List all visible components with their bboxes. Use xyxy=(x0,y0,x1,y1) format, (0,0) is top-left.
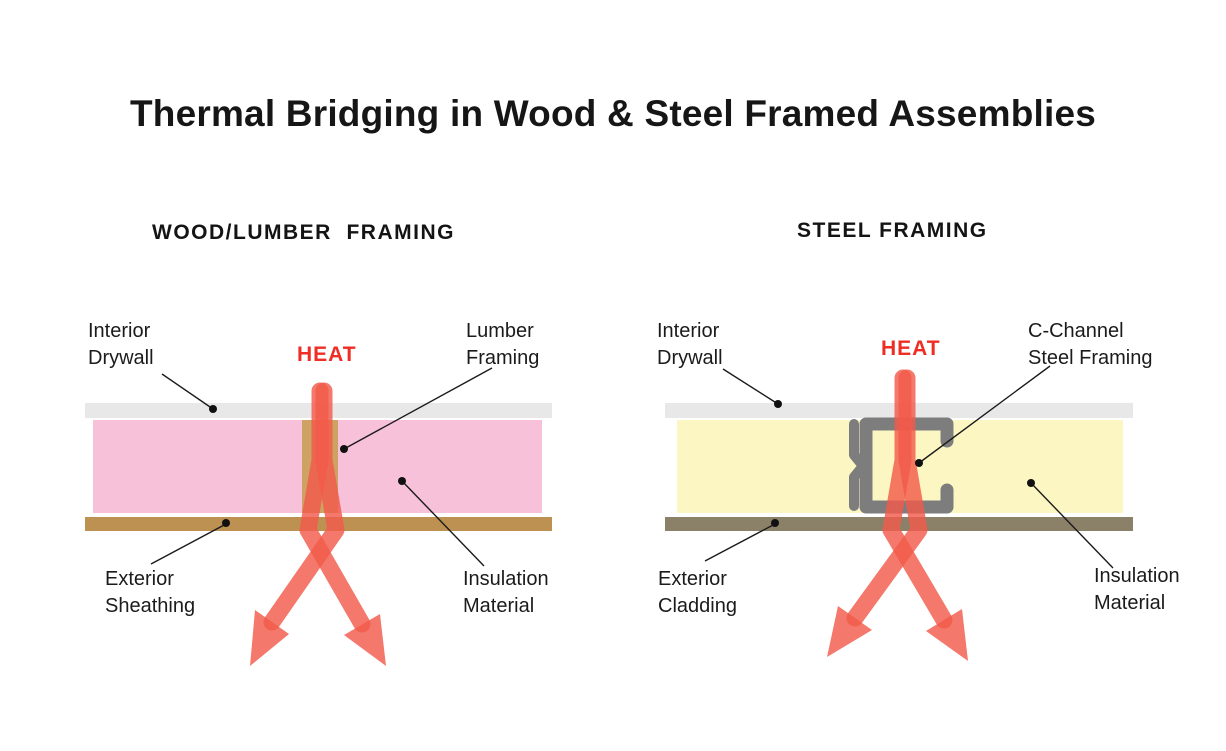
label-lumber-framing: Lumber Framing xyxy=(466,320,540,369)
steel-cladding-layer xyxy=(665,517,1133,531)
heat-label-right: HEAT xyxy=(881,337,941,360)
label-c-channel-steel-framing: C-Channel Steel Framing xyxy=(1028,320,1153,369)
label-interior-drywall-right: Interior Drywall xyxy=(657,320,723,369)
steel-framing-heading: STEEL FRAMING xyxy=(797,219,988,242)
steel-insulation-layer xyxy=(677,420,1123,513)
wood-drywall-layer xyxy=(85,403,552,418)
heat-label-left: HEAT xyxy=(297,343,357,366)
wood-stud xyxy=(302,420,338,513)
wood-framing-heading: WOOD/LUMBER FRAMING xyxy=(152,221,455,244)
label-exterior-sheathing: Exterior Sheathing xyxy=(105,568,196,617)
page-title: Thermal Bridging in Wood & Steel Framed … xyxy=(129,93,1097,134)
label-insulation-material-left: Insulation Material xyxy=(463,568,549,617)
label-insulation-material-right: Insulation Material xyxy=(1094,565,1180,614)
steel-drywall-layer xyxy=(665,403,1133,418)
label-interior-drywall-left: Interior Drywall xyxy=(88,320,154,369)
label-exterior-cladding: Exterior Cladding xyxy=(658,568,737,617)
wood-sheathing-layer xyxy=(85,517,552,531)
leader-interior-drywall-right xyxy=(722,368,779,405)
